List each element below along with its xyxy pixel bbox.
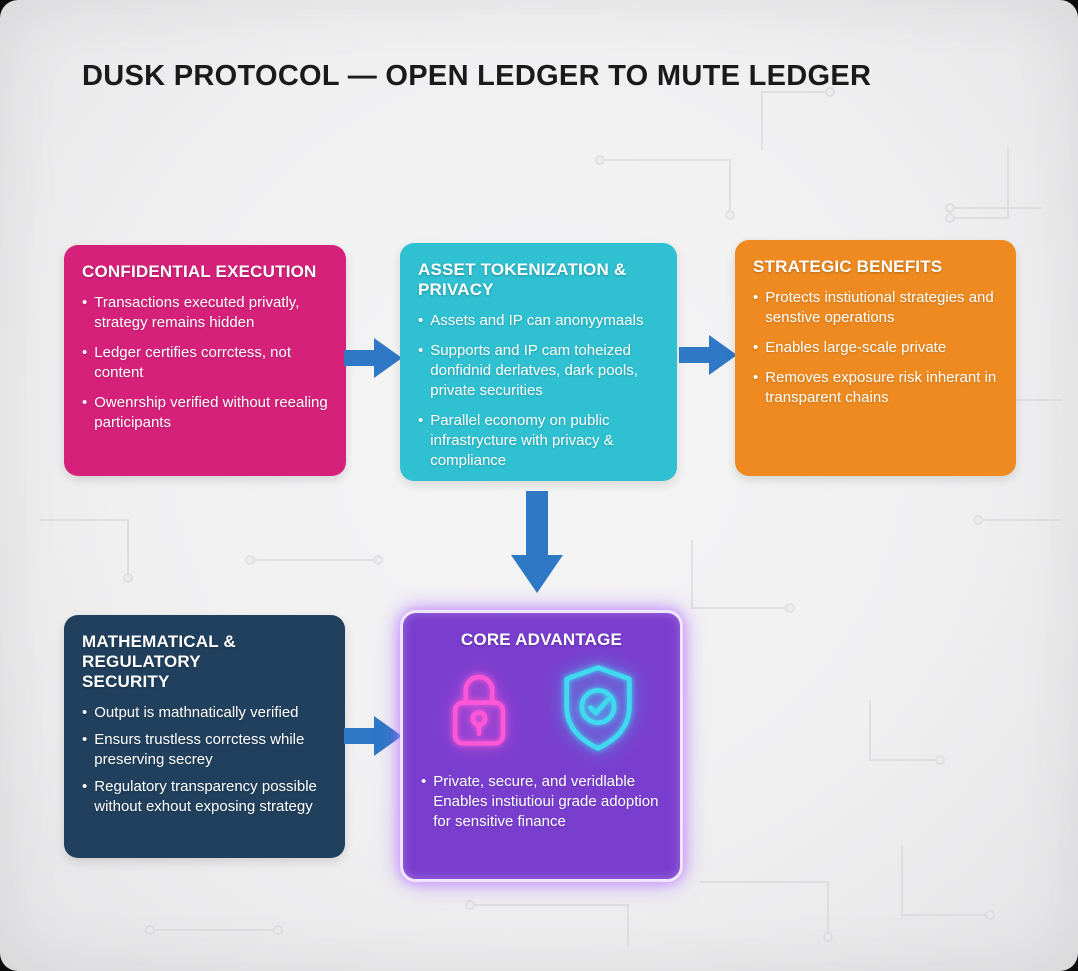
bullet-marker: • [421,773,427,790]
shield-check-icon [563,665,632,751]
bullet-item: • Regulatory transparency possible withou… [82,777,327,817]
arrow-down [511,491,563,600]
bullet-item: • Owenrship verified without reealing par… [82,393,328,433]
bullet-item: • Parallel economy on public infrastryctu… [418,411,659,471]
bullet-text: Protects instiutional strategies and sen… [765,289,994,326]
card-core-advantage: CORE ADVANTAGE • Private, secure, and ver… [400,610,683,882]
bullet-marker: • [418,341,424,359]
bullet-text: Output is mathnatically verified [94,704,299,721]
bullet-text: Owenrship verified without reealing part… [94,393,328,431]
bullet-marker: • [82,704,88,721]
bullet-marker: • [418,411,424,429]
card-mathematical-regulatory-security: MATHEMATICAL & REGULATORY SECURITY • Outp… [64,615,345,858]
arrow-right-icon [344,716,402,756]
card-title: MATHEMATICAL & REGULATORY SECURITY [82,632,236,691]
bullet-marker: • [418,312,424,329]
bullet-text: Parallel economy on public infrastryctur… [430,411,614,469]
bullet-item: • Assets and IP can anonyymaals [418,311,659,331]
lock-icon [452,674,505,746]
card-title: CONFIDENTIAL EXECUTION [82,262,317,281]
arrow-right-icon [344,338,402,378]
bullet-item: • Ledger certifies corrctess, not content [82,343,328,383]
card-title: ASSET TOKENIZATION & PRIVACY [418,260,627,299]
bullet-marker: • [82,730,88,748]
bullet-marker: • [82,777,88,795]
card-strategic-benefits: STRATEGIC BENEFITS • Protects instiutiona… [735,240,1016,476]
bullet-text: Transactions executed privatly, strategy… [94,294,300,331]
page-title: DUSK PROTOCOL — OPEN LEDGER TO MUTE LEDG… [82,60,872,92]
arrow-right-2 [679,335,737,380]
bullet-item: • Supports and IP cam toheized donfidnid … [418,341,659,401]
bullet-text: Regulatory transparency possible without… [94,777,317,815]
arrow-down-icon [511,491,563,593]
arrow-right-3 [344,716,402,761]
card-confidential-execution: CONFIDENTIAL EXECUTION • Transactions exe… [64,245,346,476]
card-asset-tokenization-privacy: ASSET TOKENIZATION & PRIVACY • Assets and… [400,243,677,481]
bullet-list: • Transactions executed privatly, strateg… [82,293,328,433]
bullet-list: • Protects instiutional strategies and se… [753,288,998,408]
bullet-list: • Assets and IP can anonyymaals • Supports… [418,311,659,471]
bullet-item: • Protects instiutional strategies and se… [753,288,998,328]
bullet-list: • Private, secure, and veridlable Enables… [421,772,662,832]
bullet-list: • Output is mathnatically verified • Ensur… [82,703,327,817]
arrow-right-icon [679,335,737,375]
bullet-item: • Output is mathnatically verified [82,703,327,723]
bullet-text: Private, secure, and veridlable Enables … [433,773,659,830]
bullet-text: Removes exposure risk inherant in transp… [765,368,997,406]
bullet-item: • Enables large-scale private [753,338,998,358]
bullet-marker: • [82,393,88,411]
bullet-item: • Private, secure, and veridlable Enables… [421,772,662,832]
bullet-marker: • [82,294,88,311]
bullet-text: Supports and IP cam toheized donfidnid d… [430,341,638,399]
bullet-text: Enables large-scale private [765,338,947,356]
bullet-marker: • [753,289,759,306]
bullet-marker: • [753,338,759,356]
arrow-right-1 [344,338,402,383]
bullet-item: • Removes exposure risk inherant in trans… [753,368,998,408]
bullet-item: • Ensurs trustless corrctess while preser… [82,730,327,770]
bullet-marker: • [753,368,759,386]
bullet-marker: • [82,343,88,361]
bullet-text: Ledger certifies corrctess, not content [94,343,292,381]
core-icons-row [421,658,662,758]
card-title: STRATEGIC BENEFITS [753,257,943,276]
bullet-item: • Transactions executed privatly, strateg… [82,293,328,333]
card-title: CORE ADVANTAGE [460,630,623,649]
bullet-text: Assets and IP can anonyymaals [430,312,644,329]
bullet-text: Ensurs trustless corrctess while preserv… [94,730,305,768]
